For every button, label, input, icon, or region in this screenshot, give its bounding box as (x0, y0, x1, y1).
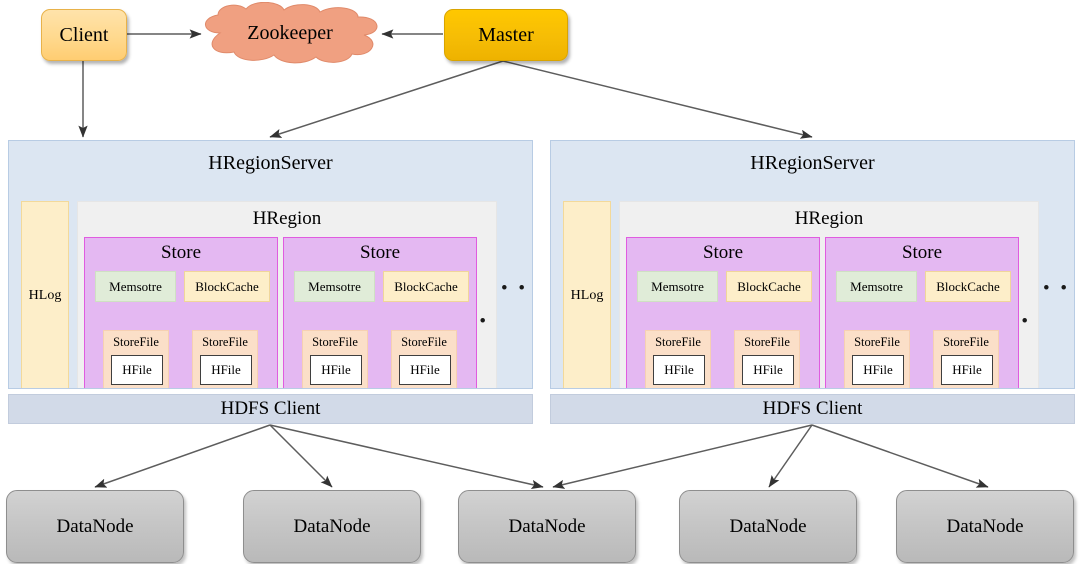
storefile-1-2-1-label: StoreFile (312, 335, 358, 349)
datanode-3-label: DataNode (508, 515, 586, 537)
blockcache-1-2-label: BlockCache (394, 278, 458, 294)
node-zookeeper[interactable]: Zookeeper (192, 2, 388, 64)
memstore-2-2[interactable]: Memsotre (836, 271, 917, 302)
memstore-1-1[interactable]: Memsotre (95, 271, 176, 302)
hregion-1-title: HRegion (252, 208, 322, 229)
hdfs-client-2-label: HDFS Client (762, 398, 863, 419)
regionserver-1-title: HRegionServer (208, 152, 333, 174)
storefile-2-2-1[interactable]: StoreFile HFile (844, 330, 910, 388)
datanode-1[interactable]: DataNode (6, 490, 184, 563)
hfile-1-1-1[interactable]: HFile (111, 355, 163, 385)
store-2-1[interactable]: Store Memsotre BlockCache StoreFile HFil… (626, 237, 820, 388)
hregion-2-title: HRegion (794, 208, 864, 229)
datanode-4[interactable]: DataNode (679, 490, 857, 563)
edge-hdfsclient1-datanode1 (94, 424, 271, 488)
datanode-3[interactable]: DataNode (458, 490, 636, 563)
edge-hdfsclient1-datanode3 (269, 424, 544, 490)
hfile-2-2-2-label: HFile (952, 362, 982, 377)
hdfs-client-1[interactable]: HDFS Client (8, 394, 533, 424)
blockcache-2-2-label: BlockCache (936, 278, 1000, 294)
node-client[interactable]: Client (41, 9, 127, 61)
hregion-2[interactable]: HRegion • • • Store Memsotre BlockCache … (619, 201, 1039, 388)
memstore-1-2-label: Memsotre (308, 278, 361, 294)
store-1-2-title: Store (359, 242, 401, 263)
storefile-1-1-1[interactable]: StoreFile HFile (103, 330, 169, 388)
store-1-1[interactable]: Store Memsotre BlockCache StoreFile HFil… (84, 237, 278, 388)
memstore-1-2[interactable]: Memsotre (294, 271, 375, 302)
storefile-1-1-2[interactable]: StoreFile HFile (192, 330, 258, 388)
blockcache-1-1-label: BlockCache (195, 278, 259, 294)
storefile-2-1-1[interactable]: StoreFile HFile (645, 330, 711, 388)
edge-hdfsclient2-datanode3 (552, 424, 813, 489)
hlog-2[interactable]: HLog (563, 201, 611, 388)
client-label: Client (59, 23, 109, 46)
blockcache-2-1-label: BlockCache (737, 278, 801, 294)
store-1-1-title: Store (160, 242, 202, 263)
storefile-2-1-1-label: StoreFile (655, 335, 701, 349)
hlog-2-label: HLog (570, 287, 604, 303)
datanode-2[interactable]: DataNode (243, 490, 421, 563)
storefile-2-2-2-label: StoreFile (943, 335, 989, 349)
edge-hdfsclient2-datanode5 (811, 424, 989, 488)
store-1-2[interactable]: Store Memsotre BlockCache StoreFile HFil… (283, 237, 477, 388)
hfile-1-1-2-label: HFile (211, 362, 241, 377)
hlog-1-label: HLog (28, 287, 62, 303)
hdfs-client-2[interactable]: HDFS Client (550, 394, 1075, 424)
regionserver-1-more-ellipsis: • • • (501, 278, 532, 299)
regionserver-1[interactable]: HRegionServer HLog • • • HRegion • • • S… (8, 140, 533, 389)
hfile-2-2-1[interactable]: HFile (852, 355, 904, 385)
hregion-1[interactable]: HRegion • • • Store Memsotre BlockCache … (77, 201, 497, 388)
datanode-4-label: DataNode (729, 515, 807, 537)
memstore-1-1-label: Memsotre (109, 278, 162, 294)
store-2-1-title: Store (702, 242, 744, 263)
hfile-2-1-1-label: HFile (664, 362, 694, 377)
blockcache-1-2[interactable]: BlockCache (383, 271, 469, 302)
storefile-2-2-1-label: StoreFile (854, 335, 900, 349)
hfile-2-1-2-label: HFile (753, 362, 783, 377)
hfile-1-1-1-label: HFile (122, 362, 152, 377)
storefile-2-2-2[interactable]: StoreFile HFile (933, 330, 999, 388)
storefile-1-2-2[interactable]: StoreFile HFile (391, 330, 457, 388)
hfile-1-2-1-label: HFile (321, 362, 351, 377)
regionserver-2-more-ellipsis: • • • (1043, 278, 1074, 299)
hlog-1[interactable]: HLog (21, 201, 69, 388)
hfile-2-1-1[interactable]: HFile (653, 355, 705, 385)
storefile-1-1-2-label: StoreFile (202, 335, 248, 349)
datanode-5-label: DataNode (946, 515, 1024, 537)
edge-master-regionserver2 (502, 60, 813, 139)
memstore-2-1[interactable]: Memsotre (637, 271, 718, 302)
memstore-2-1-label: Memsotre (651, 278, 704, 294)
hfile-1-2-2-label: HFile (410, 362, 440, 377)
store-2-2[interactable]: Store Memsotre BlockCache StoreFile HFil… (825, 237, 1019, 388)
edge-hdfsclient1-datanode2 (269, 424, 333, 488)
regionserver-2-title: HRegionServer (750, 152, 875, 174)
cloud-shape-icon (205, 2, 378, 64)
hfile-1-2-1[interactable]: HFile (310, 355, 362, 385)
storefile-2-1-2-label: StoreFile (744, 335, 790, 349)
zookeeper-label: Zookeeper (247, 21, 333, 44)
memstore-2-2-label: Memsotre (850, 278, 903, 294)
regionserver-2[interactable]: HRegionServer HLog • • • HRegion • • • S… (550, 140, 1075, 389)
store-2-2-title: Store (901, 242, 943, 263)
datanode-2-label: DataNode (293, 515, 371, 537)
hdfs-client-1-label: HDFS Client (220, 398, 321, 419)
hfile-2-2-2[interactable]: HFile (941, 355, 993, 385)
hfile-1-1-2[interactable]: HFile (200, 355, 252, 385)
storefile-2-1-2[interactable]: StoreFile HFile (734, 330, 800, 388)
datanode-5[interactable]: DataNode (896, 490, 1074, 563)
blockcache-2-1[interactable]: BlockCache (726, 271, 812, 302)
storefile-1-2-1[interactable]: StoreFile HFile (302, 330, 368, 388)
edge-hdfsclient2-datanode4 (768, 424, 813, 488)
edge-master-regionserver1 (269, 60, 504, 138)
hfile-2-1-2[interactable]: HFile (742, 355, 794, 385)
datanode-1-label: DataNode (56, 515, 134, 537)
storefile-1-2-2-label: StoreFile (401, 335, 447, 349)
hfile-2-2-1-label: HFile (863, 362, 893, 377)
storefile-1-1-1-label: StoreFile (113, 335, 159, 349)
node-master[interactable]: Master (444, 9, 568, 61)
blockcache-2-2[interactable]: BlockCache (925, 271, 1011, 302)
master-label: Master (478, 23, 534, 46)
hfile-1-2-2[interactable]: HFile (399, 355, 451, 385)
blockcache-1-1[interactable]: BlockCache (184, 271, 270, 302)
